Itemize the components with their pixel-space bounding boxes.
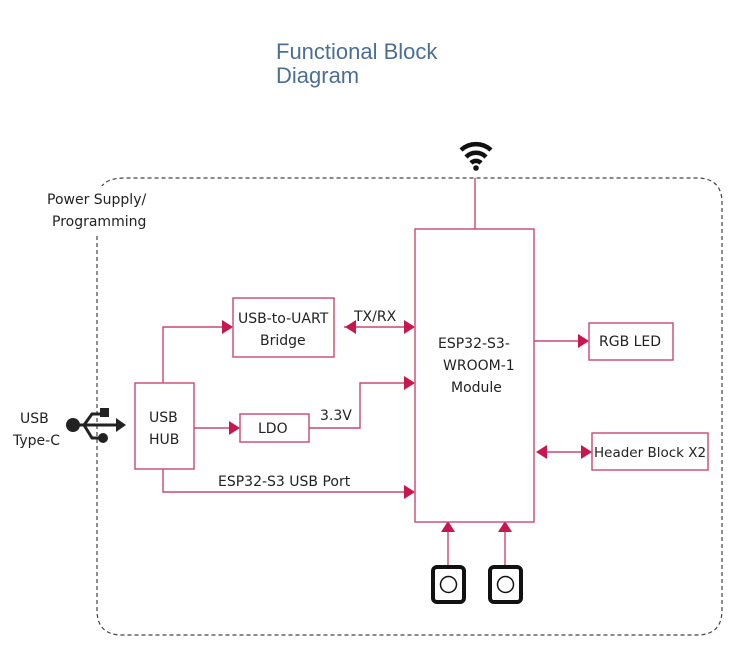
arrow-txrx-left bbox=[345, 320, 356, 334]
arrow-33v bbox=[404, 376, 415, 390]
title-line-1: Functional Block bbox=[276, 39, 438, 64]
arrow-uart-in bbox=[222, 320, 233, 334]
usb-icon bbox=[66, 408, 126, 443]
wires bbox=[162, 178, 592, 565]
button-icon bbox=[431, 565, 466, 604]
usb-uart-line-1: USB-to-UART bbox=[238, 311, 329, 327]
header-block-label: Header Block X2 bbox=[594, 445, 706, 461]
wifi-icon bbox=[459, 141, 493, 171]
esp32-line-2: WROOM-1 bbox=[443, 358, 515, 374]
diagram-title: Functional Block Diagram bbox=[276, 40, 437, 88]
usb-type-c-label-line-2: Type-C bbox=[12, 433, 60, 449]
ldo-label: LDO bbox=[258, 421, 288, 437]
title-line-2: Diagram bbox=[276, 63, 360, 88]
group-label-bg bbox=[40, 186, 160, 234]
v33-label: 3.3V bbox=[320, 408, 352, 424]
block-usb-uart: USB-to-UART Bridge bbox=[232, 297, 335, 358]
arrow-txrx-right bbox=[404, 320, 415, 334]
block-usb-hub: USB HUB bbox=[134, 382, 195, 470]
arrow-header-right bbox=[581, 445, 592, 459]
rgb-led-label: RGB LED bbox=[599, 334, 661, 350]
esp32-line-3: Module bbox=[451, 380, 502, 396]
arrow-ldo-in bbox=[229, 421, 240, 435]
arrow-usb-port bbox=[404, 485, 415, 499]
button-icon bbox=[488, 565, 523, 604]
usb-type-c-label-line-1: USB bbox=[20, 411, 49, 427]
txrx-label: TX/RX bbox=[353, 309, 397, 325]
usb-uart-line-2: Bridge bbox=[260, 333, 306, 349]
arrow-header-left bbox=[536, 445, 547, 459]
block-rgb-led: RGB LED bbox=[588, 322, 674, 361]
usb-port-label: ESP32-S3 USB Port bbox=[218, 474, 351, 490]
usb-hub-line-2: HUB bbox=[149, 432, 179, 448]
arrow-button-2 bbox=[498, 521, 512, 532]
wire-usb-port bbox=[162, 469, 405, 493]
usb-hub-line-1: USB bbox=[149, 410, 178, 426]
wire-ldo-to-esp32 bbox=[309, 382, 405, 429]
wire-hub-to-uart bbox=[162, 326, 222, 383]
arrow-rgb bbox=[578, 334, 589, 348]
group-label-line-2: Programming bbox=[52, 214, 146, 230]
power-supply-group-outline bbox=[96, 177, 723, 636]
arrow-button-1 bbox=[441, 521, 455, 532]
block-esp32: ESP32-S3- WROOM-1 Module bbox=[414, 228, 535, 523]
block-header: Header Block X2 bbox=[591, 432, 709, 471]
block-ldo: LDO bbox=[239, 413, 310, 443]
group-label-line-1: Power Supply/ bbox=[47, 192, 146, 208]
esp32-line-1: ESP32-S3- bbox=[438, 336, 510, 352]
